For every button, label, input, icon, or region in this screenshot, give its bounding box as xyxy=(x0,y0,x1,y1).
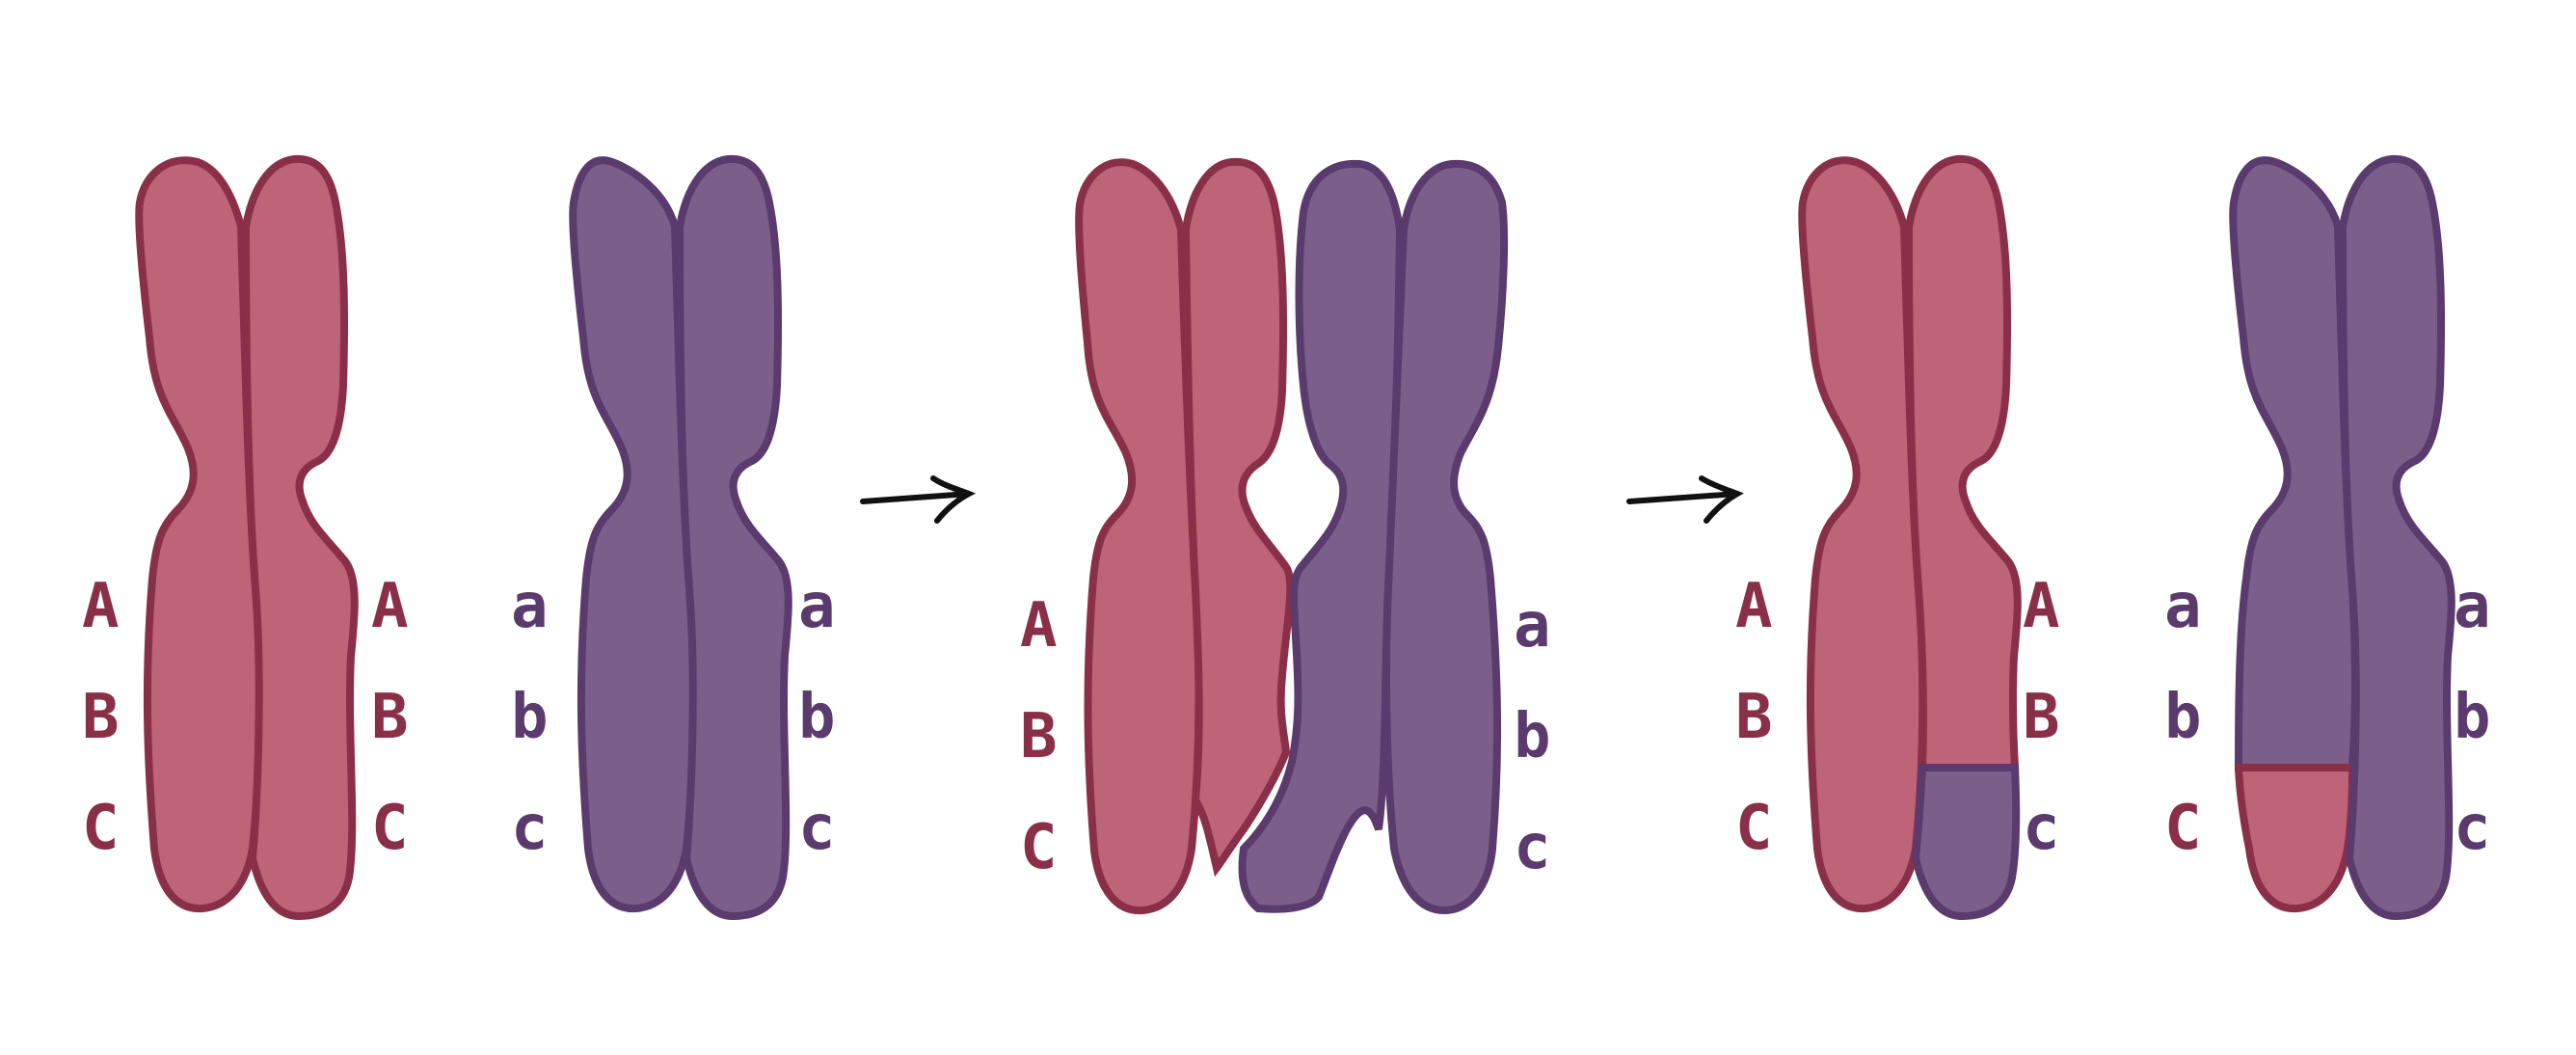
label-c: c xyxy=(1514,812,1551,883)
label-b: b xyxy=(511,682,549,753)
crossing-purple-chromosome xyxy=(1238,159,1509,915)
recomb-red-right-upper xyxy=(1904,154,2022,771)
label-A: A xyxy=(1020,590,1058,662)
label-C: C xyxy=(371,793,409,864)
label-B: B xyxy=(2023,682,2060,753)
red-chromosome-1 xyxy=(135,154,359,921)
label-C: C xyxy=(82,793,120,864)
label-B: B xyxy=(82,682,120,753)
label-a: a xyxy=(2454,571,2491,642)
red-chromatid-left xyxy=(135,156,264,913)
label-a: a xyxy=(798,571,836,642)
label-A: A xyxy=(371,571,409,642)
allele-labels: A B C A B C a b c a b c A B C a b c A B … xyxy=(82,571,2491,883)
crossing-red-chromosome xyxy=(1075,157,1295,915)
purple-chromatid-right xyxy=(675,154,792,921)
crossing-red-left xyxy=(1075,158,1203,915)
purple-chromosome-1 xyxy=(569,154,792,921)
label-a: a xyxy=(511,571,549,642)
arrow-2 xyxy=(1626,475,1744,524)
label-a: a xyxy=(1514,590,1551,662)
recombinant-purple-chromosome xyxy=(2229,154,2455,921)
recomb-purple-segment xyxy=(1911,764,2021,921)
recomb-purple-left-upper xyxy=(2229,156,2359,771)
label-C: C xyxy=(1735,793,1773,864)
label-c: c xyxy=(798,793,836,864)
label-A: A xyxy=(2023,571,2060,642)
label-B: B xyxy=(1020,701,1058,772)
recomb-red-segment xyxy=(2234,764,2357,913)
label-A: A xyxy=(82,571,120,642)
label-c: c xyxy=(511,793,549,864)
red-chromatid-right xyxy=(241,154,359,921)
recomb-red-left xyxy=(1798,156,1927,913)
label-b: b xyxy=(2454,682,2491,753)
label-B: B xyxy=(371,682,409,753)
crossing-purple-right xyxy=(1382,159,1509,915)
arrow-1 xyxy=(860,475,977,524)
label-B: B xyxy=(1735,682,1773,753)
crossing-red-right xyxy=(1181,157,1295,878)
label-b: b xyxy=(798,682,836,753)
label-C: C xyxy=(2164,793,2202,864)
label-b: b xyxy=(2164,682,2202,753)
recomb-purple-right xyxy=(2338,154,2455,921)
label-a: a xyxy=(2164,571,2202,642)
label-A: A xyxy=(1735,571,1773,642)
recombinant-red-chromosome xyxy=(1798,154,2022,921)
label-b: b xyxy=(1514,701,1551,772)
label-c: c xyxy=(2023,793,2060,864)
label-c: c xyxy=(2454,793,2491,864)
label-C: C xyxy=(1020,812,1058,883)
purple-chromatid-left xyxy=(569,156,698,913)
